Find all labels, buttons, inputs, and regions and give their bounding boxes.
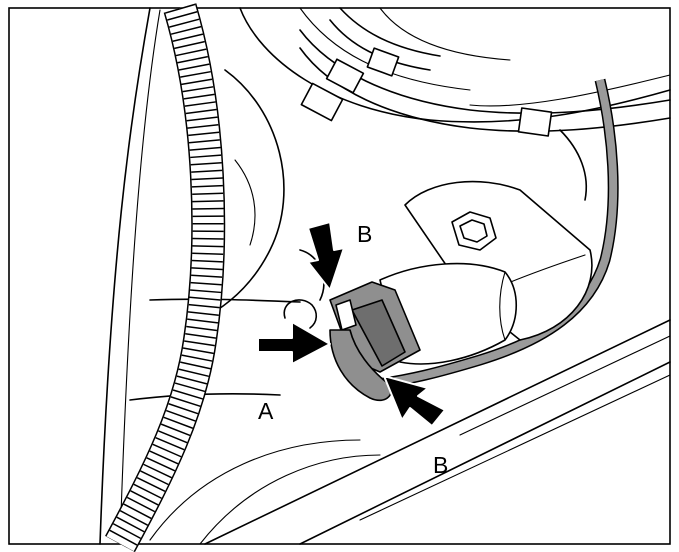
- locking-tab-a: [283, 299, 318, 329]
- upper-hoses: [299, 7, 671, 137]
- support-rails: [204, 319, 671, 545]
- callout-a: A: [258, 398, 274, 424]
- callout-b-bottom: B: [433, 452, 448, 478]
- arrow-icon-a: [257, 321, 331, 365]
- corrugated-harness: [105, 3, 226, 552]
- electrical-connector: [329, 281, 421, 402]
- arrow-icon-bottom-b: [383, 375, 446, 427]
- sensor-bracket: [404, 180, 593, 341]
- mounting-bolt: [451, 211, 497, 251]
- callout-b-top: B: [357, 221, 372, 247]
- arrow-icon-top-b: [307, 221, 345, 291]
